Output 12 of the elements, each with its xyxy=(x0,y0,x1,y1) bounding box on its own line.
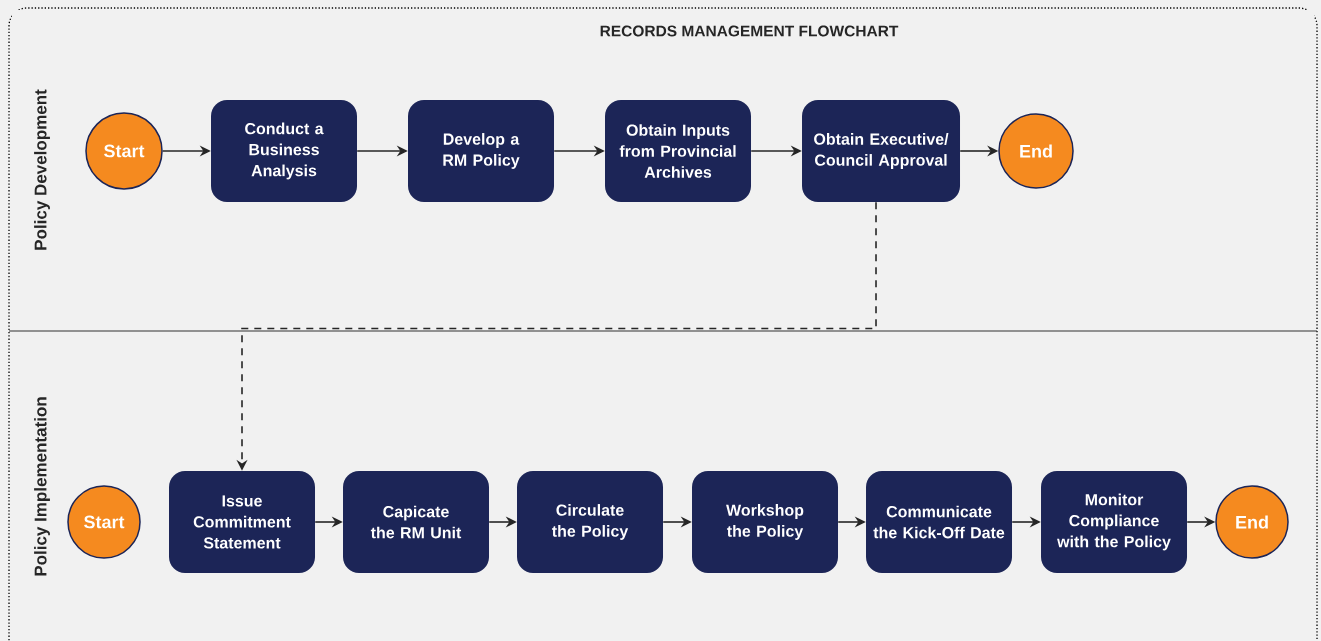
process-box: Obtain Inputs from Provincial Archives xyxy=(605,100,751,202)
process-box: Monitor Compliance with the Policy xyxy=(1041,471,1187,573)
process-box: Circulate the Policy xyxy=(517,471,663,573)
process-box: Conduct a Business Analysis xyxy=(211,100,357,202)
process-box: Workshop the Policy xyxy=(692,471,838,573)
process-box: Issue Commitment Statement xyxy=(169,471,315,573)
process-box: Develop a RM Policy xyxy=(408,100,554,202)
node-label: Policy Development xyxy=(34,89,50,250)
process-box: Obtain Executive/ Council Approval xyxy=(802,100,960,202)
title: RECORDS MANAGEMENT FLOWCHART xyxy=(600,25,899,37)
process-box: Communicate the Kick-Off Date xyxy=(866,471,1012,573)
process-box: Capicate the RM Unit xyxy=(343,471,489,573)
